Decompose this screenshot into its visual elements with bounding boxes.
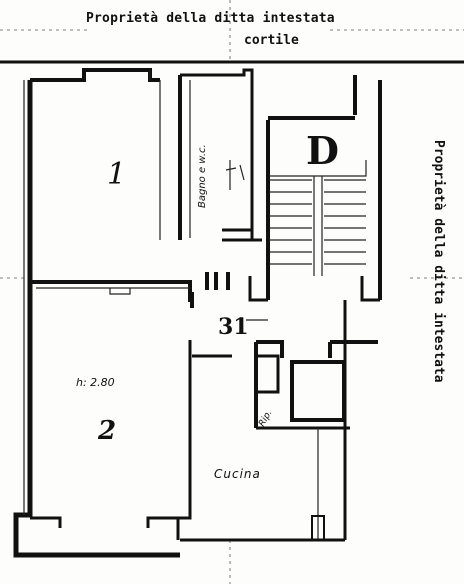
- stair-letter: D: [306, 128, 339, 173]
- room-2-label: 2: [98, 416, 117, 446]
- outer-wall: [13, 80, 180, 558]
- fixture-mark: [225, 160, 245, 190]
- courtyard-label: cortile: [244, 33, 299, 48]
- stair-steps: [270, 179, 366, 265]
- unit-number-label: 31: [218, 314, 249, 340]
- side-property-label: Proprietà della ditta intestata: [431, 140, 446, 383]
- door-jamb: [205, 272, 209, 290]
- bathroom-wall: [180, 68, 254, 240]
- room-1-label: 1: [107, 157, 127, 192]
- bathroom-label: Bagno e w.c.: [197, 144, 208, 208]
- top-property-label: Proprietà della ditta intestata: [86, 11, 335, 26]
- door-jamb: [190, 292, 194, 308]
- bottom-wall: [30, 516, 178, 528]
- door-jamb: [226, 272, 230, 290]
- closet-box: [254, 354, 280, 394]
- room-divider-thin: [36, 287, 190, 295]
- bathroom-bottom-wall: [222, 228, 262, 242]
- door-jamb: [214, 272, 218, 290]
- shaft-inner: [290, 360, 346, 422]
- kitchen-wall: [176, 340, 192, 540]
- kitchen-label: Cucina: [214, 467, 261, 481]
- room-height-label: h: 2.80: [76, 376, 115, 389]
- room-1-top-wall: [30, 68, 160, 82]
- room-1-notch: [149, 70, 161, 240]
- stair-enclosure: [266, 75, 382, 300]
- stair-base: [248, 276, 380, 302]
- pipe-box: [311, 515, 325, 541]
- stair-landing: [270, 160, 367, 177]
